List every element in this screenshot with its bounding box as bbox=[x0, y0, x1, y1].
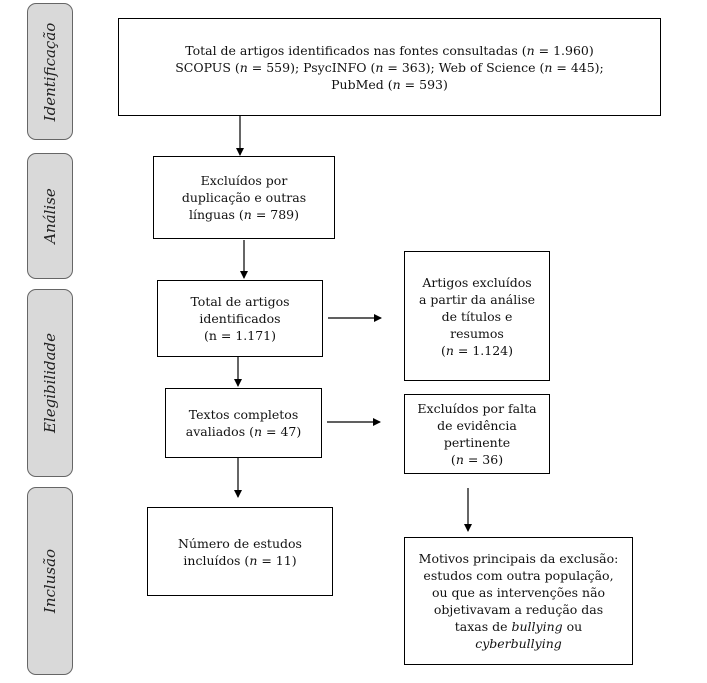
motivos-line3: ou que as intervenções não bbox=[431, 585, 606, 600]
excluidos-evidencia-line2: de evidência bbox=[437, 418, 517, 433]
textos-completos-line1: Textos completos bbox=[188, 407, 299, 422]
box-total-artigos: Total de artigos identificados (n = 1.17… bbox=[157, 280, 323, 357]
motivos-line6: cyberbullying bbox=[475, 636, 562, 651]
textos-completos-line2: avaliados (n = 47) bbox=[185, 424, 302, 439]
total-identificados-line2: SCOPUS (n = 559); PsycINFO (n = 363); We… bbox=[175, 59, 604, 75]
total-artigos-line1: Total de artigos bbox=[190, 294, 290, 309]
excluidos-titulos-line2: a partir da análise bbox=[418, 291, 535, 307]
motivos-line4: objetivavam a redução das bbox=[433, 602, 604, 617]
motivos-line5: taxas de bullying ou bbox=[454, 619, 583, 634]
total-artigos-line3: (n = 1.171) bbox=[203, 328, 276, 343]
total-identificados-line1: Total de artigos identificados nas fonte… bbox=[185, 42, 594, 58]
excluidos-duplicacao-line1: Excluídos por bbox=[200, 173, 288, 188]
excluidos-duplicacao-line2: duplicação e outras bbox=[181, 190, 307, 205]
excluidos-duplicacao-line3: línguas (n = 789) bbox=[188, 207, 300, 222]
phase-inclusao: Inclusão bbox=[27, 487, 73, 675]
box-estudos-incluidos: Número de estudos incluídos (n = 11) bbox=[147, 507, 333, 596]
total-identificados-line3: PubMed (n = 593) bbox=[331, 76, 448, 92]
box-total-identificados: Total de artigos identificados nas fonte… bbox=[118, 18, 661, 116]
excluidos-evidencia-line1: Excluídos por falta bbox=[417, 401, 537, 416]
motivos-line1: Motivos principais da exclusão: bbox=[418, 551, 619, 566]
total-artigos-line2: identificados bbox=[199, 311, 281, 326]
box-textos-completos: Textos completos avaliados (n = 47) bbox=[165, 388, 322, 458]
excluidos-evidencia-line3: pertinente bbox=[443, 435, 511, 450]
excluidos-titulos-line4: resumos bbox=[450, 325, 504, 341]
phase-analise: Análise bbox=[27, 153, 73, 279]
box-motivos-exclusao: Motivos principais da exclusão: estudos … bbox=[404, 537, 633, 665]
box-excluidos-duplicacao: Excluídos por duplicação e outras língua… bbox=[153, 156, 335, 239]
estudos-incluidos-line2: incluídos (n = 11) bbox=[183, 552, 297, 568]
box-excluidos-titulos: Artigos excluídos a partir da análise de… bbox=[404, 251, 550, 381]
excluidos-titulos-line1: Artigos excluídos bbox=[422, 274, 532, 290]
motivos-line2: estudos com outra população, bbox=[423, 568, 614, 583]
estudos-incluidos-line1: Número de estudos bbox=[178, 535, 302, 551]
phase-identificacao: Identificação bbox=[27, 3, 73, 140]
excluidos-evidencia-line4: (n = 36) bbox=[450, 452, 504, 467]
excluidos-titulos-line3: de títulos e bbox=[441, 308, 513, 324]
box-excluidos-evidencia: Excluídos por falta de evidência pertine… bbox=[404, 394, 550, 474]
excluidos-titulos-line5: (n = 1.124) bbox=[440, 342, 514, 358]
phase-elegibilidade: Elegibilidade bbox=[27, 289, 73, 477]
